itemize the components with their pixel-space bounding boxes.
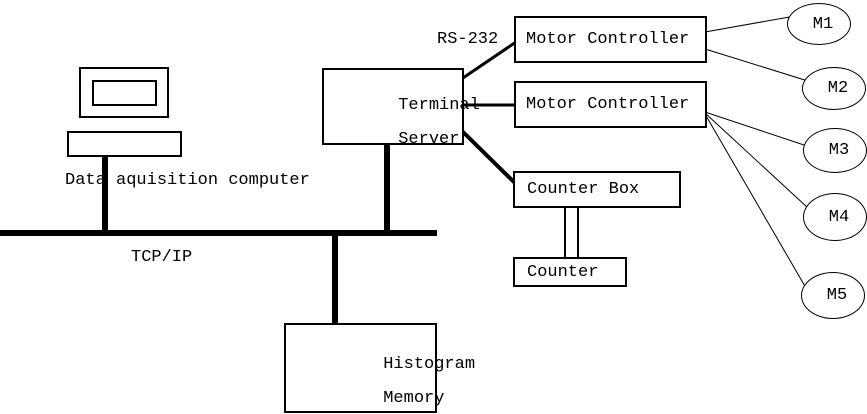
motor-m4-label: M4: [828, 207, 850, 227]
computer-label: Data aquisition computer: [65, 171, 310, 190]
counter-box-counter-link-line-2: [577, 207, 579, 258]
connector-motor-controller-1-to-m2: [704, 48, 809, 82]
terminal-server-node: Terminal Server: [322, 68, 480, 148]
motor-controller-1-label: Motor Controller: [526, 30, 690, 49]
motor-node-m3: M3: [803, 128, 867, 173]
motor-node-m1: M1: [787, 3, 851, 45]
histogram-memory-node: Histogram Memory: [284, 323, 475, 413]
counter-label: Counter: [527, 262, 599, 282]
rs232-label: RS-232: [437, 30, 499, 49]
histogram-memory-bus-drop-line: [332, 234, 338, 324]
motor-controller-2-node: Motor Controller: [514, 81, 707, 128]
motor-node-m5: M5: [801, 272, 865, 319]
motor-m1-label: M1: [812, 14, 834, 34]
histogram-memory-label-line2: Memory: [383, 389, 445, 408]
computer-keyboard-icon: [67, 131, 182, 157]
connector-motor-controller-2-to-m3: [704, 111, 808, 147]
motor-node-m2: M2: [802, 67, 866, 110]
tcpip-bus-label: TCP/IP: [131, 248, 193, 267]
connector-terminal-server-to-counter-box: [458, 127, 519, 187]
counter-box-counter-link-line-1: [564, 207, 566, 258]
histogram-memory-label-line1: Histogram: [383, 355, 476, 374]
counter-box-label: Counter Box: [527, 180, 640, 199]
terminal-server-label-line2: Server: [398, 130, 460, 149]
motor-controller-1-node: Motor Controller: [514, 16, 707, 63]
motor-m5-label: M5: [826, 286, 848, 305]
motor-node-m4: M4: [803, 193, 867, 241]
terminal-server-bus-drop-line: [384, 142, 390, 232]
computer-screen-icon: [92, 80, 157, 106]
motor-controller-2-label: Motor Controller: [526, 95, 690, 114]
counter-node: Counter: [513, 257, 627, 287]
terminal-server-label-line1: Terminal: [398, 96, 480, 115]
counter-box-node: Counter Box: [513, 171, 681, 208]
connector-terminal-server-to-motor-controller-1: [459, 40, 517, 82]
computer-bus-drop-line: [102, 154, 108, 232]
tcpip-bus-line: [0, 230, 437, 236]
connector-motor-controller-2-to-m5: [704, 113, 807, 289]
connector-motor-controller-2-to-m4: [704, 112, 809, 209]
motor-m3-label: M3: [828, 141, 850, 160]
connector-motor-controller-1-to-m1: [704, 15, 796, 33]
motor-m2-label: M2: [827, 79, 849, 98]
